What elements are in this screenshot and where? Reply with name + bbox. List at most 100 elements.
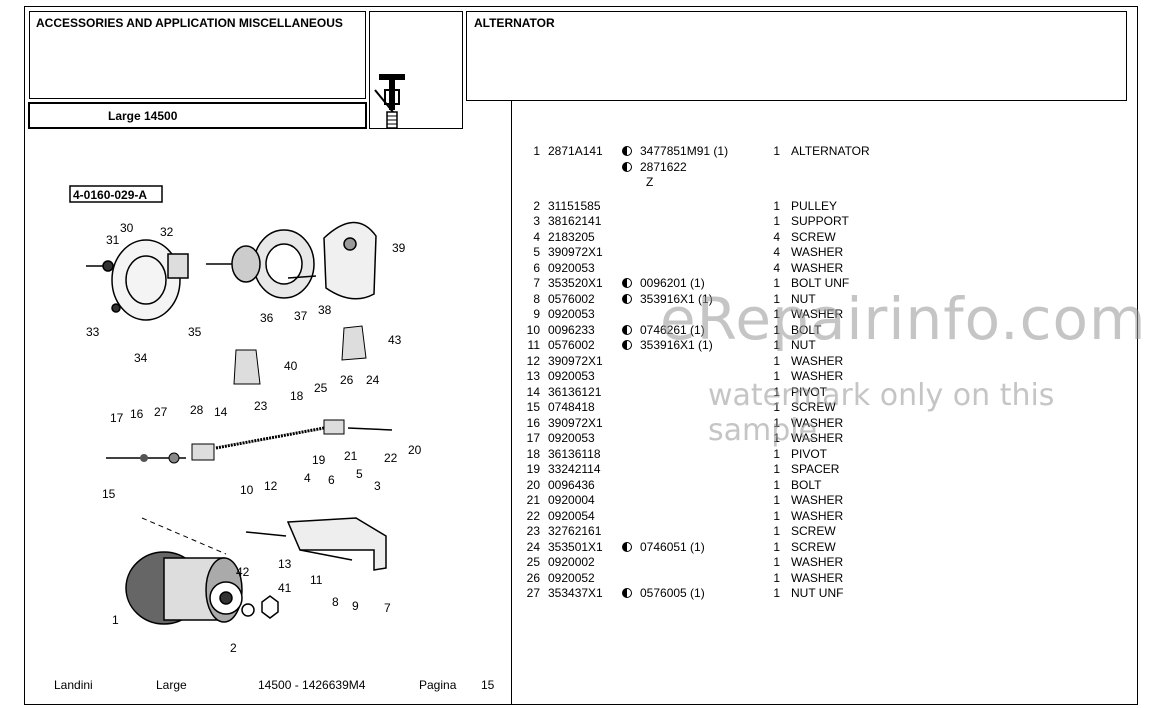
svg-text:41: 41: [278, 581, 292, 595]
quantity: 1: [773, 586, 780, 600]
item-number: 4: [533, 229, 540, 244]
part-number: 390972X1: [548, 353, 603, 368]
quantity: 1: [773, 477, 780, 492]
watermark-site: eRepairinfo.com: [660, 285, 1147, 353]
alt-part-text: 353916X1 (1): [640, 338, 713, 352]
part-number: 38162141: [548, 214, 602, 228]
quantity: 1: [773, 338, 780, 352]
part-number: 0748418: [548, 400, 595, 414]
item-number: 15: [526, 400, 540, 414]
group-title: ALTERNATOR: [474, 16, 555, 30]
alt-part-number: 0576005 (1): [622, 586, 705, 600]
alternator-body-drawing: [125, 551, 279, 625]
footer-series: Large: [156, 678, 187, 692]
quantity: 1: [773, 276, 780, 290]
part-number: 2871A141: [548, 144, 603, 158]
description: BOLT: [791, 322, 822, 337]
description: SPACER: [791, 462, 840, 476]
description: PIVOT: [791, 446, 828, 461]
item-number: 10: [526, 322, 540, 337]
alt-part-number: Z: [646, 175, 654, 189]
description: WASHER: [791, 260, 844, 275]
description: WASHER: [791, 307, 844, 321]
svg-text:23: 23: [254, 399, 268, 413]
quantity: 1: [773, 431, 780, 445]
quantity: 1: [773, 384, 780, 399]
part-number: 0096233: [548, 322, 595, 337]
part-number: 0920052: [548, 570, 595, 585]
front-housing-drawing: [287, 221, 377, 300]
description: WASHER: [791, 353, 844, 368]
alt-part-number: 3477851M91 (1): [622, 144, 728, 158]
item-number: 19: [526, 462, 540, 476]
item-number: 20: [526, 477, 540, 492]
quantity: 1: [773, 493, 780, 507]
svg-text:7: 7: [384, 601, 391, 615]
quantity: 4: [773, 229, 780, 244]
part-number: 353520X1: [548, 276, 603, 290]
quantity: 1: [773, 555, 780, 569]
description: WASHER: [791, 415, 844, 430]
svg-text:9: 9: [352, 599, 359, 613]
item-number: 5: [533, 245, 540, 259]
alt-part-number: 353916X1 (1): [622, 292, 713, 306]
model-label: Large 14500: [108, 109, 178, 123]
svg-text:17: 17: [110, 411, 124, 425]
illustration-icon-box: [369, 11, 463, 129]
svg-text:35: 35: [188, 325, 202, 339]
svg-text:1: 1: [112, 613, 119, 627]
alt-part-text: 353916X1 (1): [640, 291, 713, 306]
alt-part-number: 0096201 (1): [622, 276, 705, 290]
alt-part-number: 0746261 (1): [622, 323, 705, 337]
svg-text:38: 38: [318, 303, 332, 317]
quantity: 4: [773, 245, 780, 259]
description: PIVOT: [791, 384, 828, 399]
alt-part-number: 0746051 (1): [622, 540, 705, 554]
item-number: 14: [526, 384, 540, 399]
interchange-icon: [622, 146, 632, 156]
svg-text:8: 8: [332, 595, 339, 609]
stator-drawing: [206, 229, 315, 299]
description: WASHER: [791, 508, 844, 523]
description: NUT: [791, 338, 816, 352]
svg-text:24: 24: [366, 373, 380, 387]
part-number: 0096436: [548, 477, 595, 492]
item-number: 11: [527, 338, 540, 352]
quantity: 1: [773, 369, 780, 383]
part-number: 33242114: [548, 462, 601, 476]
svg-text:34: 34: [134, 351, 148, 365]
shaft-gear-icon: [374, 74, 405, 129]
part-number: 2183205: [548, 229, 595, 244]
quantity: 1: [773, 291, 780, 306]
interchange-icon: [622, 161, 632, 172]
svg-text:40: 40: [284, 359, 298, 373]
quantity: 1: [773, 508, 780, 523]
footer-page-number: 15: [481, 678, 495, 692]
svg-text:4: 4: [304, 471, 311, 485]
svg-text:42: 42: [236, 565, 250, 579]
quantity: 1: [773, 462, 780, 476]
column-divider: [511, 101, 512, 705]
quantity: 1: [773, 446, 780, 461]
svg-text:16: 16: [130, 407, 144, 421]
interchange-icon: [622, 278, 632, 288]
description: NUT UNF: [791, 586, 844, 600]
pivot-18: [323, 419, 345, 435]
svg-text:18: 18: [290, 389, 304, 403]
svg-text:3: 3: [374, 479, 381, 493]
svg-text:6: 6: [328, 473, 335, 487]
part-number: 0920053: [548, 307, 595, 321]
quantity: 1: [773, 307, 780, 321]
svg-text:30: 30: [120, 221, 134, 235]
svg-text:25: 25: [314, 381, 328, 395]
svg-text:12: 12: [264, 479, 278, 493]
footer-doc-ref: 14500 - 1426639M4: [258, 678, 366, 692]
section-title: ACCESSORIES AND APPLICATION MISCELLANEOU…: [36, 16, 343, 30]
svg-text:10: 10: [240, 483, 254, 497]
item-number: 8: [533, 291, 540, 306]
part-number: 0920002: [548, 555, 595, 569]
part-number: 0920053: [548, 431, 595, 445]
group-title-box: ALTERNATOR: [466, 11, 1127, 101]
section-title-box: ACCESSORIES AND APPLICATION MISCELLANEOU…: [29, 11, 366, 99]
